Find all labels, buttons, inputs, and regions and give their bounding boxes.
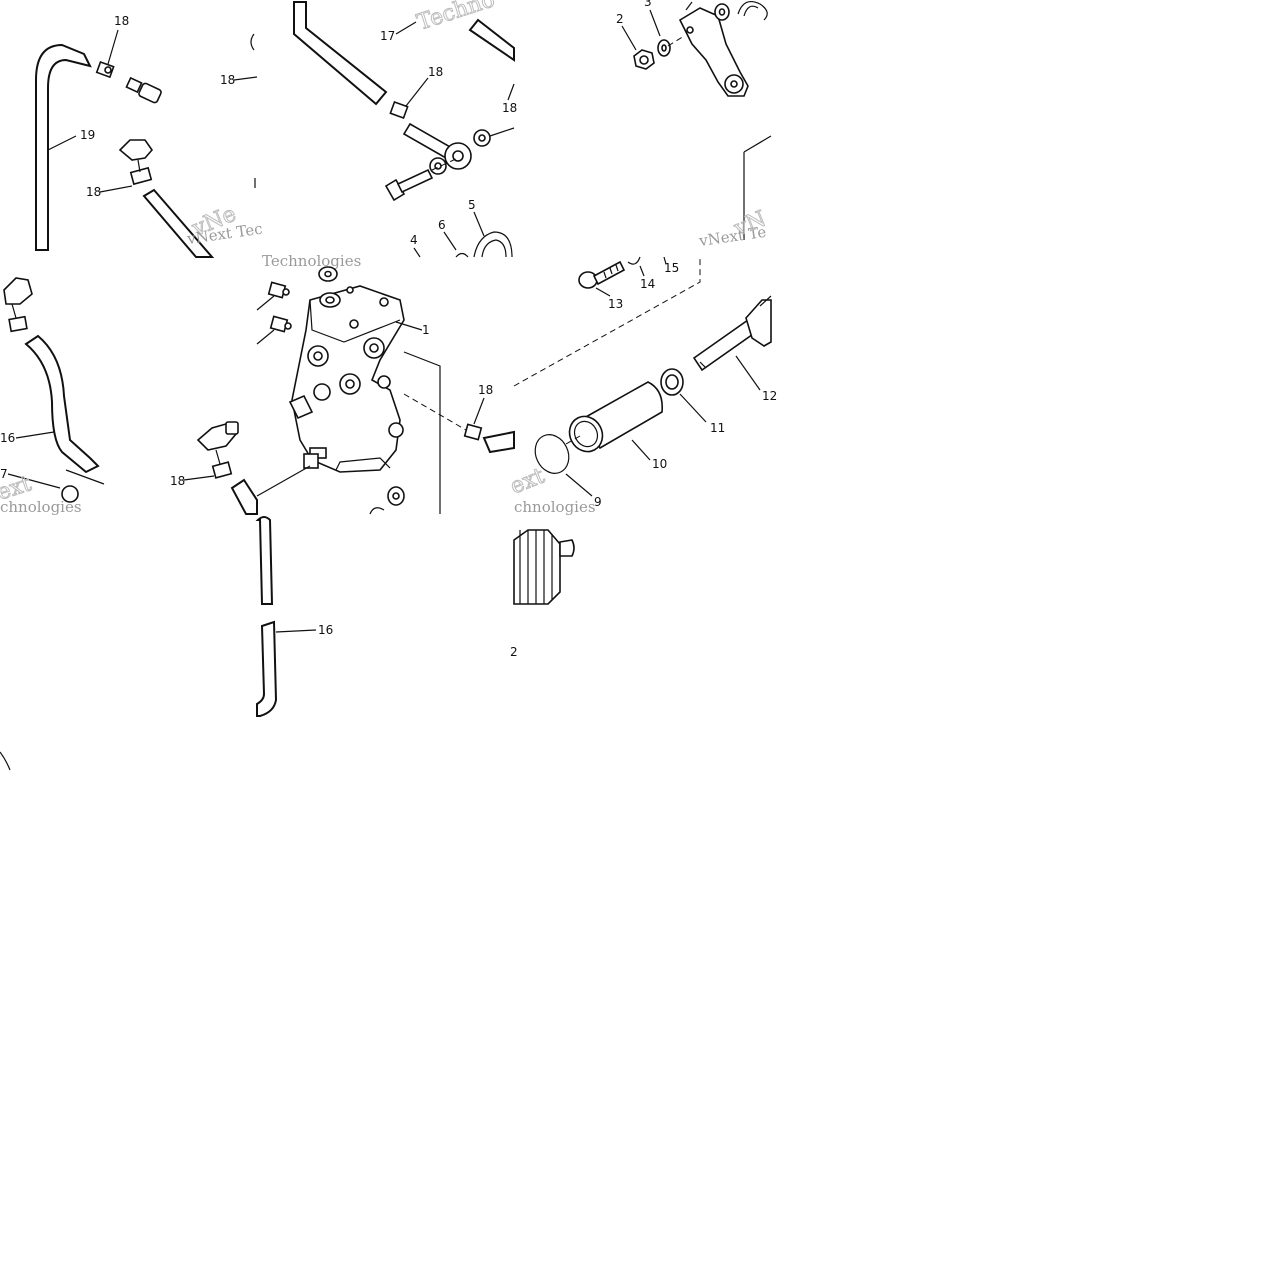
watermark-text: Technologies [262, 252, 361, 270]
hose [142, 188, 215, 258]
elbow-fitting [118, 139, 154, 186]
hose [255, 516, 274, 605]
part-label-18: 18 [170, 474, 185, 488]
washer [657, 39, 671, 57]
bolt [384, 157, 447, 202]
part-label-3: 3 [644, 0, 652, 9]
drive-gear [513, 529, 575, 605]
tile-2: 17 Techno 18 18 6 5 [293, 0, 517, 258]
part-label-6: 6 [438, 218, 446, 232]
part-label-14: 14 [640, 277, 655, 291]
part-label-4: 4 [410, 233, 418, 247]
elbow-fitting [196, 421, 239, 479]
part-label-2: 2 [510, 645, 518, 659]
o-ring [534, 434, 570, 474]
part-label-17: 17 [380, 29, 395, 43]
hex-nut [633, 49, 655, 70]
drive-shaft [692, 295, 772, 372]
watermark-text: chnologies [0, 498, 82, 516]
hose-16 [256, 620, 278, 717]
hose-19 [35, 43, 92, 251]
tile-6: 13 14 15 12 11 10 [506, 256, 777, 516]
oil-pump-body [288, 285, 405, 473]
tile-8: 16 [255, 516, 333, 717]
hose-16 [24, 334, 100, 474]
tile-4: 16 7 ext chnologies 18 [0, 277, 258, 516]
screw [578, 260, 626, 289]
part-label-5: 5 [468, 198, 476, 212]
part-label-16: 16 [318, 623, 333, 637]
part-label-18: 18 [86, 185, 101, 199]
hose-17 [293, 1, 388, 106]
hose [468, 18, 515, 62]
coil-spring [473, 231, 513, 258]
hose [482, 430, 515, 454]
part-label-2: 2 [616, 12, 624, 26]
part-label-11: 11 [710, 421, 725, 435]
part-label-18: 18 [478, 383, 493, 397]
part-label-16: 16 [0, 431, 15, 445]
part-label-18: 18 [220, 73, 235, 87]
hose-clamp [389, 100, 409, 120]
tile-5: Technologies [256, 252, 515, 515]
hose-clamp [463, 423, 483, 441]
hose-clamp [267, 281, 292, 333]
bushing-cylinder [568, 381, 664, 453]
part-label-18: 18 [114, 14, 129, 28]
part-label-15: 15 [664, 261, 679, 275]
part-label-19: 19 [80, 128, 95, 142]
watermark-text: chnologies [514, 498, 596, 516]
tile-9: 2 [510, 529, 575, 659]
hose [230, 478, 258, 515]
tile-7 [0, 751, 11, 771]
part-label-13: 13 [608, 297, 623, 311]
tile-1: 19 18 18 18 vNext Tec vNe [35, 14, 264, 258]
pivot-bolt [402, 122, 515, 170]
elbow-fitting [3, 277, 33, 333]
part-label-1: 1 [422, 323, 430, 337]
hose-nipple [125, 76, 162, 104]
part-label-9: 9 [594, 495, 602, 509]
part-label-12: 12 [762, 389, 777, 403]
hose-clamp [95, 60, 115, 79]
part-label-18: 18 [502, 101, 517, 115]
thrust-washer [660, 368, 684, 396]
part-label-10: 10 [652, 457, 667, 471]
part-label-7: 7 [0, 467, 8, 481]
part-label-18: 18 [428, 65, 443, 79]
